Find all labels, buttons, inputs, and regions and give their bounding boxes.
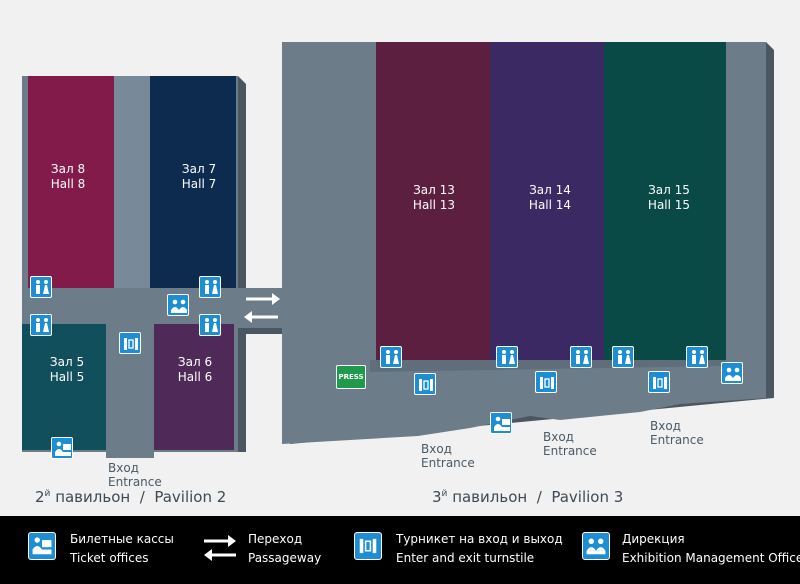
hall-13-area[interactable] [376,42,492,360]
pavilion-3-building [282,42,774,444]
hall-8-label-en: Hall 8 [50,177,86,191]
hall-15-label-en: Hall 15 [647,198,691,212]
pavilion-3-title: 3й павильон / Pavilion 3 [432,488,623,506]
entrance-label-en: Entrance [421,456,475,470]
restroom-icon[interactable] [496,346,518,368]
restroom-icon[interactable] [686,346,708,368]
ticket-office-icon[interactable] [51,437,73,459]
turnstile-icon[interactable] [414,373,436,395]
floor-plan [22,42,774,458]
hall-7-label-en: Hall 7 [181,177,217,191]
map-legend: Билетные кассы Ticket offices Переход Pa… [0,516,800,584]
entrance-label-en: Entrance [543,444,597,458]
hall-13-label: Зал 13 Hall 13 [413,183,455,213]
ticket-office-icon[interactable] [490,412,512,434]
restroom-icon[interactable] [30,276,52,298]
pavilion-3-entrance-label: Вход Entrance [543,430,597,458]
pavilion-2-building [22,76,246,458]
hall-6-label-ru: Зал 6 [177,355,213,369]
legend-label-ru: Турникет на вход и выход [396,532,563,546]
passageway-icon [244,293,280,323]
turnstile-icon[interactable] [119,332,141,354]
hall-15-area[interactable] [604,42,726,360]
hall-13-label-en: Hall 13 [412,198,456,212]
entrance-label-ru: Вход [421,442,452,456]
press-center-marker[interactable]: PRESS [336,365,366,389]
hall-6-label-en: Hall 6 [177,370,213,384]
entrance-label-en: Entrance [108,475,162,489]
restroom-icon[interactable] [199,276,221,298]
hall-7-label: Зал 7 Hall 7 [182,162,217,192]
passage-bridge [238,288,288,334]
title-separator: / [531,488,547,506]
pavilion-2-title-en: Pavilion 2 [154,488,227,506]
legend-label-en: Ticket offices [70,551,149,565]
legend-label-en: Passageway [248,551,322,565]
hall-8-label-ru: Зал 8 [50,162,86,176]
hall-15-label: Зал 15 Hall 15 [648,183,690,213]
turnstile-icon [354,532,382,560]
hall-14-area[interactable] [490,42,606,360]
pavilion-2-entrance-label: Вход Entrance [108,461,162,489]
entrance-label-ru: Вход [650,419,681,433]
pavilion-3-title-en: Pavilion 3 [551,488,624,506]
hall-8-area[interactable] [28,76,114,288]
entrance-label-ru: Вход [543,430,574,444]
hall-6-label: Зал 6 Hall 6 [178,355,213,385]
restroom-icon[interactable] [199,314,221,336]
pavilion-3-entrance-label: Вход Entrance [650,419,704,447]
title-separator: / [134,488,150,506]
legend-turnstile-text: Турникет на вход и выход Enter and exit … [396,530,563,568]
hall-14-label-en: Hall 14 [528,198,572,212]
legend-management-text: Дирекция Exhibition Management Office [622,530,800,568]
legend-label-en: Enter and exit turnstile [396,551,535,565]
pavilion-2-corridor [114,76,150,288]
pavilion-3-number: 3 [432,488,442,506]
hall-5-label-en: Hall 5 [49,370,85,384]
restroom-icon[interactable] [612,346,634,368]
turnstile-icon[interactable] [535,371,557,393]
hall-5-label: Зал 5 Hall 5 [50,355,85,385]
passageway-icon [204,535,236,561]
hall-6-area[interactable] [154,324,234,450]
hall-8-label: Зал 8 Hall 8 [51,162,86,192]
hall-7-label-ru: Зал 7 [181,162,217,176]
hall-row-edge [370,360,726,372]
hall-15-label-ru: Зал 15 [648,183,690,197]
restroom-icon[interactable] [30,314,52,336]
pavilion-2-title: 2й павильон / Pavilion 2 [35,488,226,506]
pavilion-3-ordinal-suffix: й [441,489,448,499]
legend-label-en: Exhibition Management Office [622,551,800,565]
hall-14-label: Зал 14 Hall 14 [529,183,571,213]
hall-13-label-ru: Зал 13 [413,183,455,197]
legend-label-ru: Переход [248,532,303,546]
pavilion-2-entrance-step [106,450,154,458]
passage-shadow [238,328,288,334]
hall-14-label-ru: Зал 14 [529,183,571,197]
pavilion-2-ordinal-suffix: й [44,489,51,499]
hall-5-label-ru: Зал 5 [49,355,85,369]
pavilion-2-title-ru: павильон [55,488,131,506]
hall-5-area[interactable] [22,324,106,450]
ticket-office-icon [28,532,56,560]
pavilion-3-title-ru: павильон [452,488,528,506]
pavilion-3-entrance-label: Вход Entrance [421,442,475,470]
legend-label-ru: Дирекция [622,532,685,546]
management-office-icon[interactable] [721,362,743,384]
hall-7-area[interactable] [150,76,236,288]
restroom-icon[interactable] [380,346,402,368]
legend-ticket-offices-text: Билетные кассы Ticket offices [70,530,174,568]
entrance-label-ru: Вход [108,461,139,475]
pavilion-2-number: 2 [35,488,45,506]
restroom-icon[interactable] [570,346,592,368]
passage-floor [238,288,288,328]
management-office-icon[interactable] [167,294,189,316]
legend-label-ru: Билетные кассы [70,532,174,546]
map-area: Зал 8 Hall 8 Зал 7 Hall 7 Зал 5 Hall 5 З… [0,0,800,516]
management-office-icon [582,532,610,560]
legend-passageway-text: Переход Passageway [248,530,321,568]
turnstile-icon[interactable] [648,371,670,393]
entrance-label-en: Entrance [650,433,704,447]
